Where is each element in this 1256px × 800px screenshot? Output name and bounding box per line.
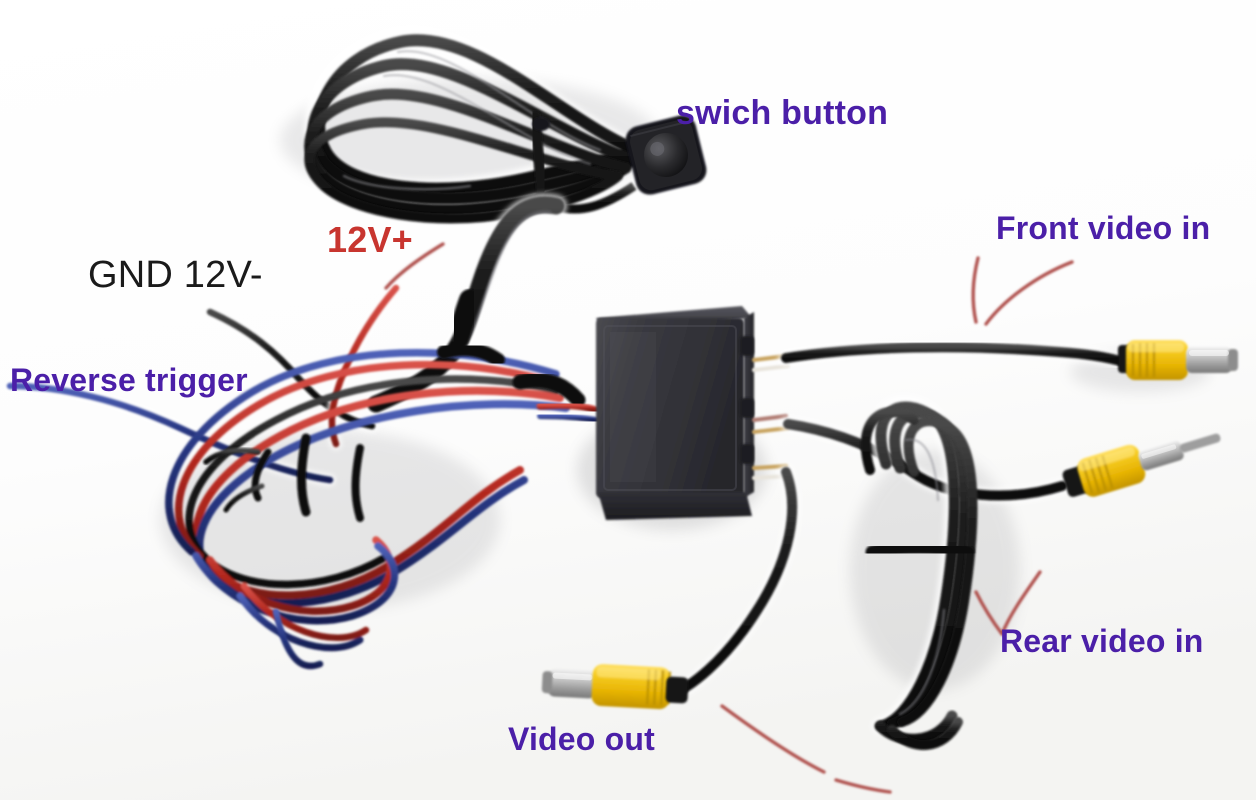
wire-reverse-trigger <box>6 382 334 484</box>
label-swich-button: swich button <box>676 94 889 132</box>
rca-rear-video-in <box>1062 433 1221 497</box>
pointer-front-video-in <box>984 260 1074 326</box>
pointer-lines <box>384 242 1074 794</box>
pointer-rear-video-in-b <box>1000 570 1042 636</box>
label-gnd-12v-minus: GND 12V- <box>88 254 263 296</box>
power-wire-harness <box>4 282 600 670</box>
pointer-rear-video-in-a <box>974 590 1004 636</box>
label-12v-plus: 12V+ <box>327 219 413 260</box>
label-front-video-in: Front video in <box>996 210 1211 246</box>
rca-video-out <box>541 664 689 710</box>
label-video-out: Video out <box>508 721 655 757</box>
pointer-video-out-b <box>834 778 892 794</box>
pointer-12v <box>384 242 445 290</box>
label-rear-video-in: Rear video in <box>1000 623 1204 659</box>
rca-front-video-in <box>1118 340 1238 380</box>
pointer-video-out-a <box>720 704 826 774</box>
pointer-front-video-in-2 <box>971 256 980 324</box>
control-box <box>596 306 754 520</box>
wire-gnd <box>206 308 376 430</box>
label-reverse-trigger: Reverse trigger <box>10 362 248 398</box>
wire-12v <box>328 284 400 448</box>
switch-button-module[interactable] <box>554 112 709 214</box>
rear-camera-cable-coil <box>860 395 978 750</box>
